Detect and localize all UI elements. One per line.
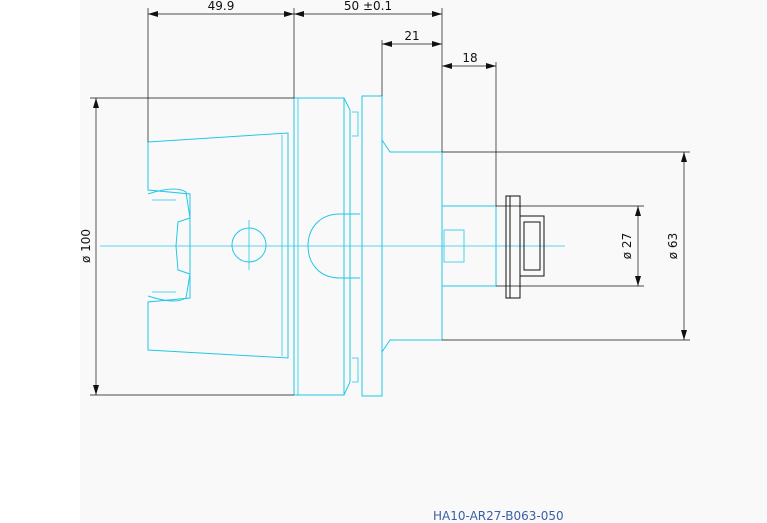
dim-text-length-body: 21	[404, 29, 419, 43]
dim-text-length-shank: 49.9	[208, 0, 235, 13]
arbor-key	[443, 229, 465, 263]
arrow	[681, 152, 687, 162]
groove-detail	[352, 111, 359, 383]
arrow	[681, 330, 687, 340]
arrow	[93, 385, 99, 395]
collet-bore	[307, 213, 360, 279]
dim-text-length-total: 50 ±0.1	[344, 0, 392, 13]
clamp-screw	[505, 195, 545, 299]
dimensions	[90, 8, 690, 396]
arrow	[382, 41, 392, 47]
dim-text-diameter-flange: ø 100	[79, 229, 93, 263]
arrow	[432, 41, 442, 47]
screw-head	[519, 215, 545, 277]
arrow	[93, 98, 99, 108]
arrow	[635, 276, 641, 286]
drive-slot-edges	[152, 199, 176, 293]
drawing-sheet	[80, 0, 767, 523]
taper-shank	[147, 132, 289, 359]
arrow	[486, 63, 496, 69]
arrow	[284, 11, 294, 17]
dim-text-diameter-arbor: ø 27	[620, 233, 634, 259]
part-number-label: HA10-AR27-B063-050	[433, 509, 564, 523]
arrow	[148, 11, 158, 17]
tool-holder-outline	[100, 95, 565, 397]
arrow	[432, 11, 442, 17]
arbor	[441, 205, 497, 287]
arrow	[635, 206, 641, 216]
ring	[361, 95, 383, 397]
flange	[293, 97, 345, 396]
dim-text-diameter-body: ø 63	[666, 233, 680, 259]
arrow	[294, 11, 304, 17]
screw-socket	[523, 221, 541, 271]
arrow	[442, 63, 452, 69]
dim-text-length-arbor: 18	[462, 51, 477, 65]
flange-groove	[343, 97, 351, 396]
drive-slot	[147, 188, 191, 302]
